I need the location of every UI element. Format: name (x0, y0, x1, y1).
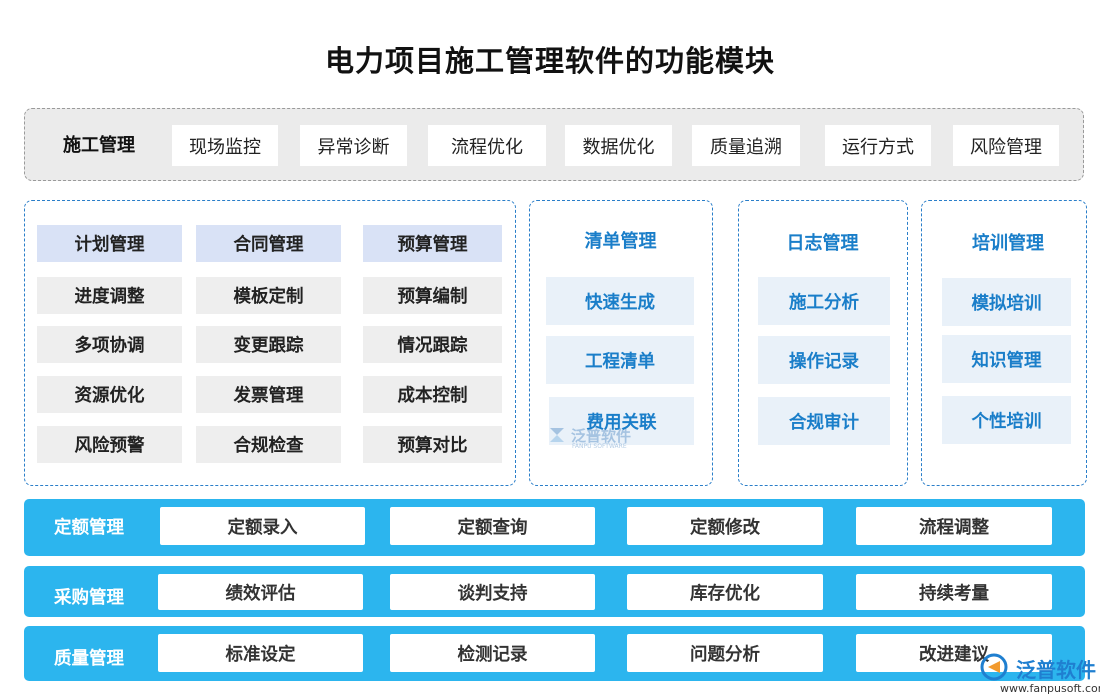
module-item: 数据优化 (565, 125, 672, 166)
plan-contract-budget-panel: 计划管理 合同管理 预算管理 进度调整 多项协调 资源优化 风险预警 模板定制 … (24, 200, 516, 486)
module-item: 定额录入 (160, 507, 365, 545)
module-item: 持续考量 (856, 574, 1052, 610)
group-header: 合同管理 (196, 225, 341, 262)
log-management-panel: 日志管理 施工分析 操作记录 合规审计 (738, 200, 908, 486)
fanpu-logo-icon (980, 653, 1008, 681)
center-watermark: 泛普软件 FANPU SOFTWARE (546, 424, 632, 450)
watermark-url: www.fanpusoft.com (1000, 682, 1100, 695)
module-item: 成本控制 (363, 376, 502, 413)
construction-management-row: 施工管理 现场监控 异常诊断 流程优化 数据优化 质量追溯 运行方式 风险管理 (24, 108, 1084, 181)
panel-title: 日志管理 (786, 233, 859, 254)
watermark-text: 泛普软件 (571, 426, 632, 445)
module-item: 检测记录 (390, 634, 595, 672)
module-item: 质量追溯 (692, 125, 800, 166)
module-item: 合规检查 (196, 426, 341, 463)
module-item: 现场监控 (172, 125, 278, 166)
module-item: 定额查询 (390, 507, 595, 545)
module-item: 费用关联 (549, 397, 694, 445)
module-item: 工程清单 (546, 336, 694, 384)
module-item: 谈判支持 (390, 574, 595, 610)
module-item: 模拟培训 (942, 278, 1071, 326)
module-item: 预算对比 (363, 426, 502, 463)
module-item: 模板定制 (196, 277, 341, 314)
list-management-panel: 清单管理 快速生成 工程清单 费用关联 (529, 200, 713, 486)
module-item: 知识管理 (942, 335, 1071, 383)
module-item: 风险管理 (953, 125, 1059, 166)
page-title: 电力项目施工管理软件的功能模块 (324, 44, 775, 78)
module-item: 资源优化 (37, 376, 182, 413)
watermark-logo-text: 泛普软件 (1016, 658, 1096, 682)
panel-title: 清单管理 (584, 231, 657, 252)
module-item: 多项协调 (37, 326, 182, 363)
module-item: 问题分析 (627, 634, 823, 672)
module-item: 标准设定 (158, 634, 363, 672)
fanpu-logo-icon (550, 428, 564, 442)
module-item: 流程优化 (428, 125, 546, 166)
bar-label: 质量管理 (54, 649, 124, 669)
quality-management-bar: 质量管理 标准设定 检测记录 问题分析 改进建议 (24, 626, 1085, 681)
watermark-subtext: FANPU SOFTWARE (572, 443, 627, 450)
module-item: 定额修改 (627, 507, 823, 545)
module-item: 预算编制 (363, 277, 502, 314)
quota-management-bar: 定额管理 定额录入 定额查询 定额修改 流程调整 (24, 499, 1085, 556)
module-item: 合规审计 (758, 397, 890, 445)
module-item: 异常诊断 (300, 125, 407, 166)
module-item: 库存优化 (627, 574, 823, 610)
module-item: 操作记录 (758, 336, 890, 384)
bar-label: 采购管理 (54, 588, 124, 608)
module-item: 快速生成 (546, 277, 694, 325)
module-item: 进度调整 (37, 277, 182, 314)
module-item: 改进建议 (856, 634, 1052, 672)
module-item: 施工分析 (758, 277, 890, 325)
module-item: 变更跟踪 (196, 326, 341, 363)
module-item: 运行方式 (825, 125, 931, 166)
panel-title: 培训管理 (972, 233, 1044, 254)
module-item: 个性培训 (942, 396, 1071, 444)
training-management-panel: 培训管理 模拟培训 知识管理 个性培训 (921, 200, 1087, 486)
group-header: 预算管理 (363, 225, 502, 262)
module-item: 流程调整 (856, 507, 1052, 545)
module-item: 绩效评估 (158, 574, 363, 610)
module-item: 风险预警 (37, 426, 182, 463)
corner-watermark: 泛普软件 www.fanpusoft.com (966, 652, 1100, 698)
row-label: 施工管理 (63, 135, 135, 156)
module-item: 情况跟踪 (363, 326, 502, 363)
procurement-management-bar: 采购管理 绩效评估 谈判支持 库存优化 持续考量 (24, 566, 1085, 617)
module-item: 发票管理 (196, 376, 341, 413)
group-header: 计划管理 (37, 225, 182, 262)
bar-label: 定额管理 (54, 518, 124, 538)
